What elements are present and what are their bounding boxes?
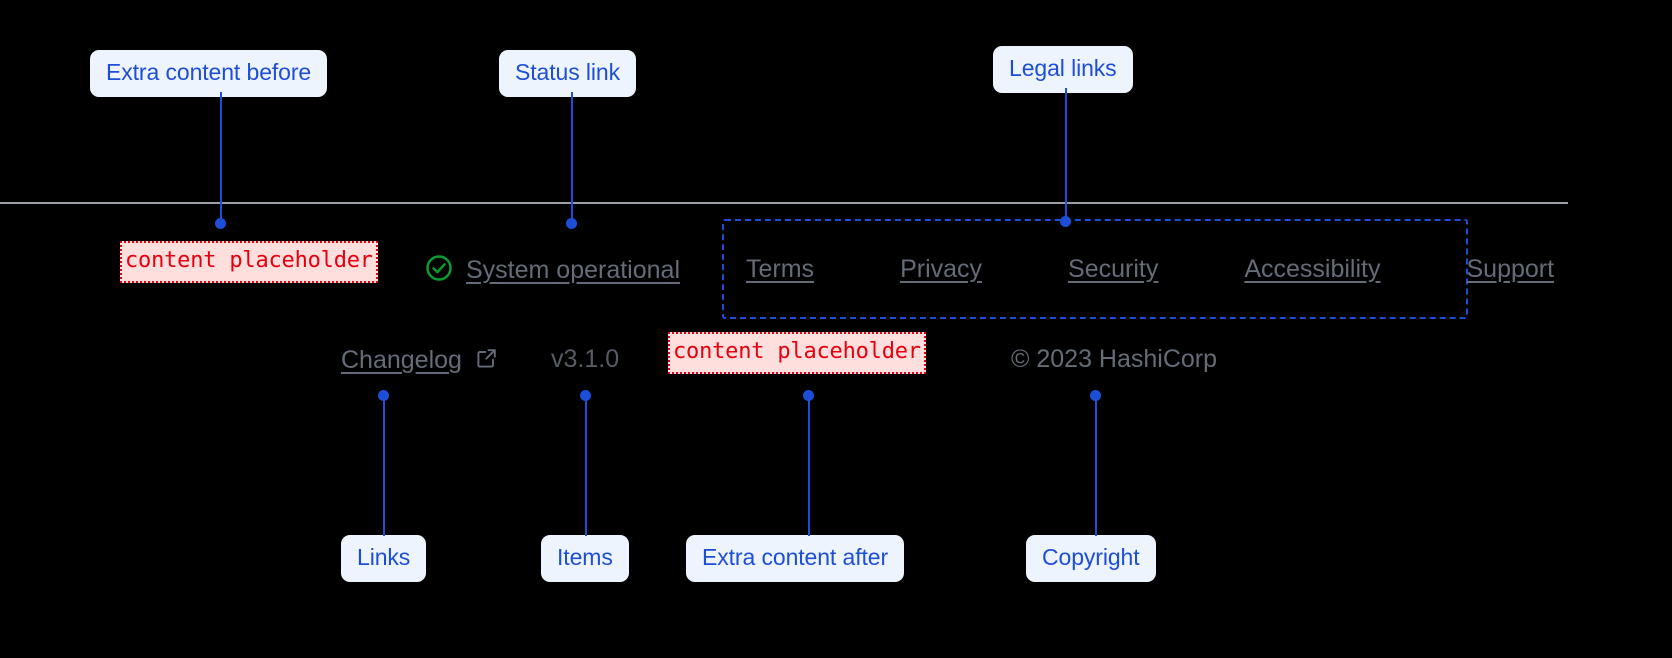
legal-links-highlight-box: Terms Privacy Security Accessibility Support [722,219,1554,319]
annotation-dot [580,390,591,401]
changelog-label: Changelog [341,346,462,374]
annotation-connector-line [220,92,222,222]
annotation-dot [1090,390,1101,401]
annotation-chip-extra-content-after: Extra content after [686,535,905,582]
annotation-chip-status-link: Status link [499,50,637,97]
annotation-connector-line [808,400,810,536]
annotation-connector-line [383,400,385,536]
annotation-dot [566,218,577,229]
external-link-icon [475,346,499,375]
legal-link-accessibility[interactable]: Accessibility [1244,254,1381,283]
legal-links-list: Terms Privacy Security Accessibility Support [724,254,1555,283]
extra-content-before-placeholder: content placeholder [120,241,378,283]
changelog-link[interactable]: Changelog [341,346,499,375]
annotation-connector-line [1065,88,1067,220]
status-link[interactable]: System operational [424,253,680,288]
check-circle-icon [424,253,454,288]
legal-link-support[interactable]: Support [1466,254,1555,283]
annotation-dot [803,390,814,401]
legal-link-privacy[interactable]: Privacy [900,254,983,283]
legal-link-security[interactable]: Security [1068,254,1159,283]
footer-separator-rule [0,202,1568,204]
annotation-dot [1060,216,1071,227]
annotation-dot [378,390,389,401]
annotation-dot [215,218,226,229]
annotation-chip-copyright: Copyright [1026,535,1156,582]
version-label: v3.1.0 [551,345,620,373]
status-link-label: System operational [466,256,681,284]
annotation-connector-line [571,92,573,222]
annotation-connector-line [1095,400,1097,536]
annotation-chip-items: Items [541,535,629,582]
annotation-chip-extra-content-before: Extra content before [90,50,328,97]
annotation-chip-links: Links [341,535,427,582]
legal-link-terms[interactable]: Terms [746,254,815,283]
copyright-label: © 2023 HashiCorp [1011,345,1218,373]
extra-content-after-placeholder: content placeholder [668,332,926,374]
annotation-chip-legal-links: Legal links [993,46,1133,93]
annotation-connector-line [585,400,587,536]
